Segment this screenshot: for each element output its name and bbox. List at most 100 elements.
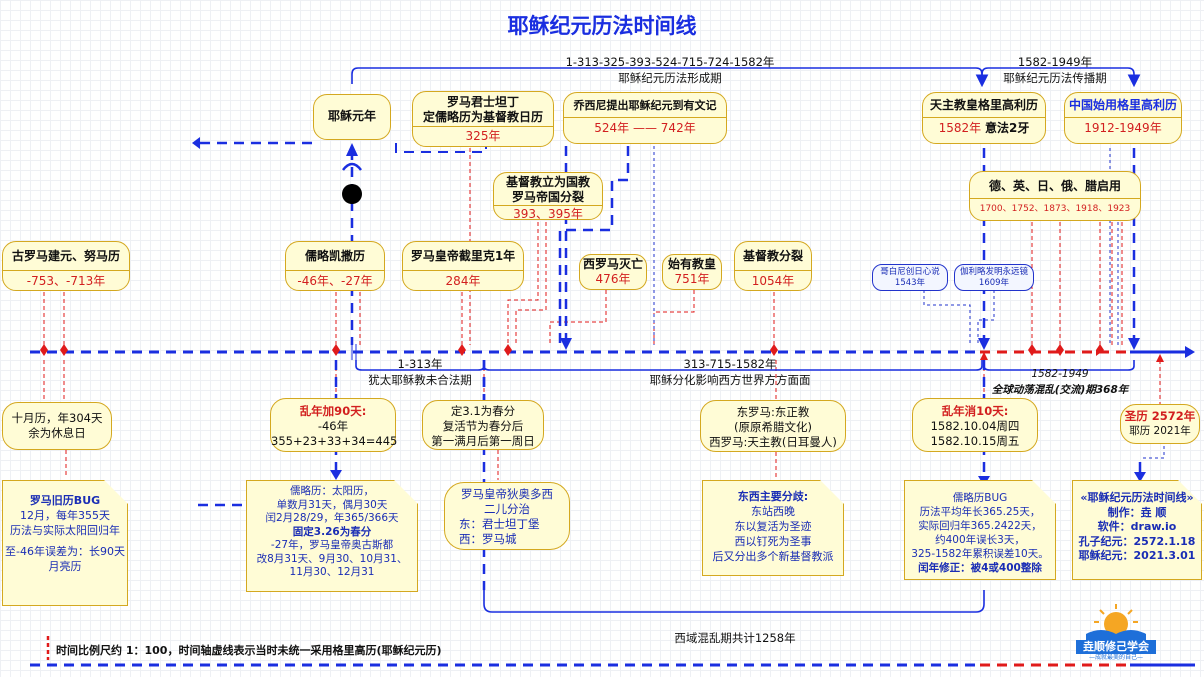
note-gregorian-bug-line5: 闰年修正：被4或400整除 <box>918 562 1042 574</box>
event-west-rome: 西罗马灭亡 476年 <box>579 254 647 290</box>
lower-holy-calendar-line1: 圣历 2572年 <box>1124 409 1196 423</box>
event-gregorian-year-row: 1582年 意法2牙 <box>923 117 1045 136</box>
lower-easter-line3: 第一满月后第一周日 <box>431 434 535 448</box>
event-galileo-line1: 伽利略发明永远镜 <box>959 267 1028 277</box>
note-split-empire-line1: 罗马皇帝狄奥多西 <box>461 487 553 501</box>
note-east-west-split-title: 东西主要分歧: <box>737 490 809 503</box>
event-galileo-line2: 1609年 <box>978 278 1010 288</box>
logo-tagline: —成就最美的自己— <box>1088 654 1143 661</box>
credits-jesus: 2021.3.01 <box>1133 549 1196 562</box>
lower-east-west-line1: 东罗马:东正教 <box>736 405 810 419</box>
note-east-west-split-line4: 后又分出多个新基督教派 <box>712 550 834 563</box>
axis-seg2-label: 耶稣分化影响西方世界方方面面 <box>649 373 811 387</box>
event-julian-title: 儒略凯撒历 <box>304 249 365 263</box>
event-schism-year: 1054年 <box>735 270 811 289</box>
note-gregorian-bug: 儒略历BUG 历法平均年长365.25天， 实际回归年365.2422天， 约4… <box>904 480 1056 580</box>
axis-seg3-label: 全球动荡混乱(交流)期368年 <box>991 384 1129 396</box>
event-christian-state: 基督教立为国教 罗马帝国分裂 393、395年 <box>493 172 603 222</box>
event-copernicus-line2: 1543年 <box>894 278 926 288</box>
lower-ten-month: 十月历，年304天 余为休息日 <box>2 402 112 450</box>
bottom-timeline-axis <box>30 636 1195 667</box>
credits-confucius-row: 孔子纪元：2572.1.18 <box>1073 535 1201 550</box>
note-roman-bug-title: 罗马旧历BUG <box>29 494 101 507</box>
note-julian-detail-line4: 固定3.26为春分 <box>292 525 372 538</box>
event-west-rome-year: 476年 <box>595 272 631 286</box>
event-countries-years: 1700、1752、1873、1918、1923 <box>970 198 1140 217</box>
event-christian-state-line1: 基督教立为国教 <box>505 175 590 189</box>
lower-lost10-line1: 1582.10.04周四 <box>930 419 1020 433</box>
lower-chaos90-title: 乱年加90天: <box>299 404 367 418</box>
note-east-west-split-line2: 东以复活为圣迹 <box>734 520 812 533</box>
note-gregorian-bug-line1: 历法平均年长365.25天， <box>919 506 1041 518</box>
event-gregorian-note: 意法2牙 <box>985 121 1030 135</box>
lower-lost10-line2: 1582.10.15周五 <box>930 434 1020 448</box>
event-copernicus-line1: 哥白尼创日心说 <box>880 267 940 277</box>
lower-lost10: 乱年消10天: 1582.10.04周四 1582.10.15周五 <box>912 398 1038 452</box>
lower-east-west-line2: (原原希腊文化) <box>734 420 812 434</box>
event-countries-title: 德、英、日、俄、腊启用 <box>988 179 1121 193</box>
note-gregorian-bug-line3: 约400年误长3天， <box>935 534 1025 546</box>
event-church-year: 751年 <box>674 272 710 286</box>
axis-seg1-range: 1-313年 <box>397 357 443 371</box>
note-split-empire-line4: 西：罗马城 <box>459 532 517 546</box>
lower-chaos90: 乱年加90天: -46年 355+23+33+34=445 <box>270 398 398 452</box>
event-julian-year: -46年、-27年 <box>286 270 384 289</box>
logo-icon <box>1086 604 1146 640</box>
note-credits: «耶稣纪元历法时间线» 制作：垚 顺 软件：draw.io 孔子纪元：2572.… <box>1072 480 1202 580</box>
lower-east-west-line3: 西罗马:天主教(日耳曼人) <box>709 435 837 449</box>
axis-segment-brackets <box>355 360 1135 613</box>
lower-ten-month-line2: 余为休息日 <box>28 426 86 440</box>
event-constantine-line1: 罗马君士坦丁 <box>446 95 519 109</box>
note-julian-detail-line1: 儒略历：太阳历， <box>290 485 374 497</box>
event-christian-state-line2: 罗马帝国分裂 <box>511 190 584 204</box>
axis-seg1-label: 犹太耶稣教未合法期 <box>368 373 472 387</box>
note-east-west-split-line3: 西以钉死为圣事 <box>734 535 812 548</box>
event-theodosius: 罗马皇帝截里克1年 284年 <box>402 241 524 291</box>
lower-east-west: 东罗马:东正教 (原原希腊文化) 西罗马:天主教(日耳曼人) <box>700 400 846 452</box>
event-china-title: 中国始用格里高利历 <box>1068 98 1177 112</box>
lower-easter-line1: 定3.1为春分 <box>450 404 516 418</box>
lower-easter: 定3.1为春分 复活节为春分后 第一满月后第一周日 <box>422 400 544 450</box>
event-gregorian: 天主教皇格里高利历 1582年 意法2牙 <box>922 92 1046 144</box>
note-julian-detail-line5: -27年，罗马皇帝奥古斯都 <box>270 539 394 551</box>
event-exiguus-title: 乔西尼提出耶稣纪元到有文记 <box>573 99 717 112</box>
credits-maker: 垚 顺 <box>1140 505 1167 519</box>
note-julian-detail-line6: 改8月31天、9月30、10月31、 <box>256 552 408 565</box>
event-exiguus: 乔西尼提出耶稣纪元到有文记 524年 —— 742年 <box>563 92 727 144</box>
event-galileo: 伽利略发明永远镜 1609年 <box>954 264 1034 291</box>
ad1-marker <box>342 143 362 345</box>
event-church-title: 始有教皇 <box>667 257 716 271</box>
bottom-bracket-label: 西域混乱期共计1258年 <box>674 631 796 645</box>
event-china: 中国始用格里高利历 1912-1949年 <box>1064 92 1182 144</box>
event-christian-state-year: 393、395年 <box>494 205 602 222</box>
note-julian-detail-line2: 单数月31天，偶月30天 <box>276 498 388 511</box>
top-period-bracket <box>351 67 1141 88</box>
lower-chaos90-line2: 355+23+33+34=445 <box>271 434 398 448</box>
credits-software-row: 软件：draw.io <box>1073 520 1201 535</box>
event-rome-title: 古罗马建元、努马历 <box>11 249 120 263</box>
note-julian-detail-line3: 闰2月28/29，年365/366天 <box>265 512 399 524</box>
axis-seg3-range: 1582-1949 <box>1031 368 1089 380</box>
event-countries: 德、英、日、俄、腊启用 1700、1752、1873、1918、1923 <box>969 171 1141 221</box>
note-east-west-split: 东西主要分歧: 东站西晚 东以复活为圣迹 西以钉死为圣事 后又分出多个新基督教派 <box>702 480 844 576</box>
logo: 垚顺修己学会 —成就最美的自己— <box>1076 600 1156 661</box>
axis-seg2-range: 313-715-1582年 <box>683 357 777 371</box>
event-ad1-title: 耶稣元年 <box>327 109 376 123</box>
footer-note: 时间比例尺约 1：100，时间轴虚线表示当时未统一采用格里高历(耶稣纪元历) <box>56 644 442 657</box>
credits-software-label: 软件： <box>1097 520 1131 533</box>
axis-ticks <box>351 344 357 360</box>
note-split-empire: 罗马皇帝狄奥多西 二儿分治 东：君士坦丁堡 西：罗马城 <box>444 482 570 550</box>
credits-confucius: 2572.1.18 <box>1133 534 1196 548</box>
note-roman-bug-line4: 月亮历 <box>48 560 82 573</box>
event-west-rome-title: 西罗马灭亡 <box>582 257 643 271</box>
credits-software: draw.io <box>1130 520 1177 533</box>
note-gregorian-bug-line2: 实际回归年365.2422天， <box>918 520 1042 532</box>
credits-confucius-label: 孔子纪元： <box>1078 534 1134 548</box>
period-spread-label: 耶稣纪元历法传播期 <box>1003 71 1107 85</box>
red-arrowheads <box>40 344 1164 362</box>
main-timeline-axis <box>30 346 1195 358</box>
credits-jesus-row: 耶稣纪元：2021.3.01 <box>1073 549 1201 564</box>
lower-holy-calendar-line2: 耶历 2021年 <box>1129 425 1191 437</box>
event-ad1: 耶稣元年 <box>313 94 391 140</box>
